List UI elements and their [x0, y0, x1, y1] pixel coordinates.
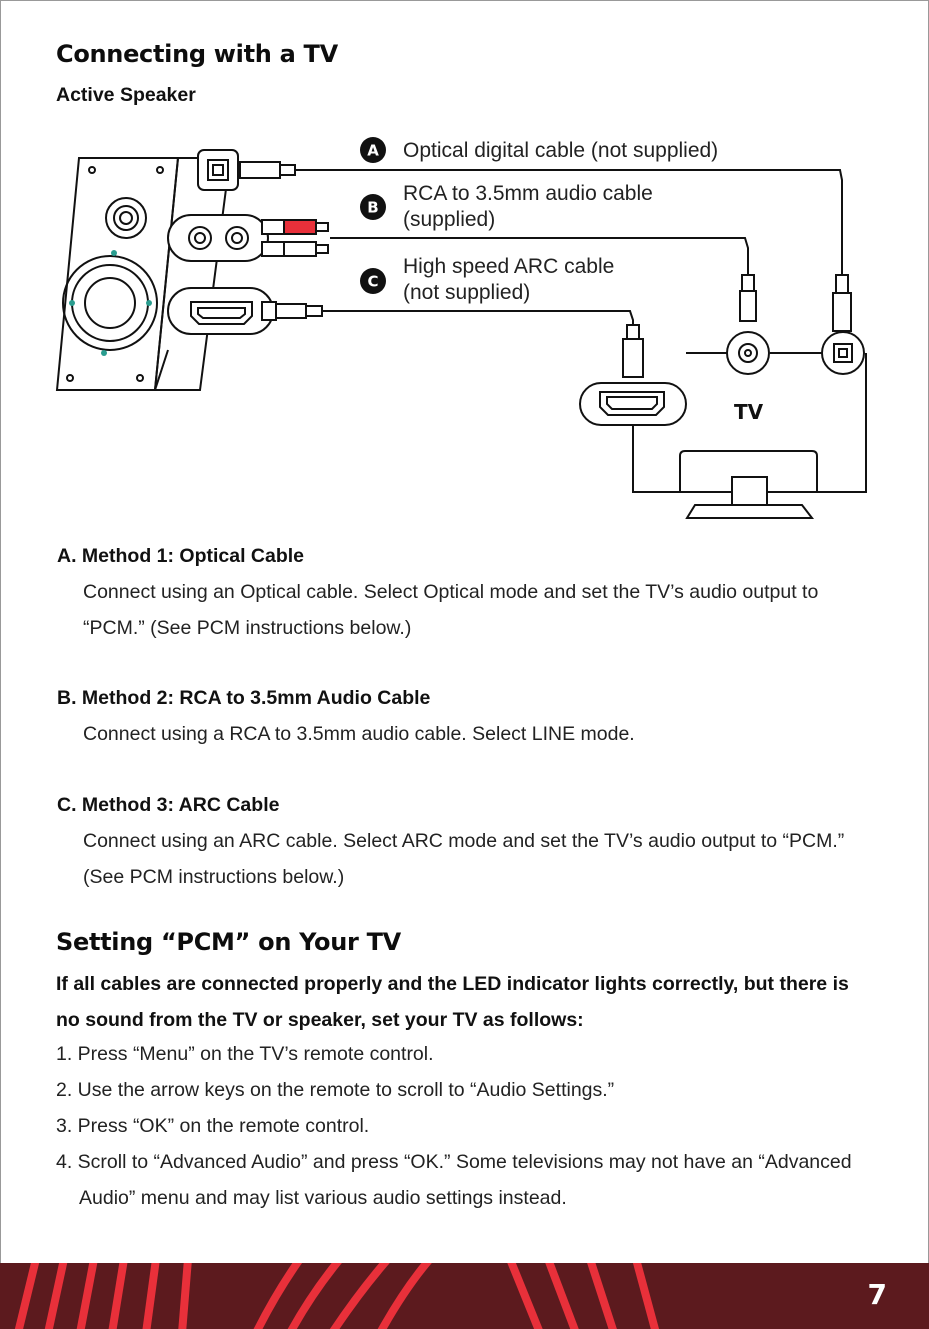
method-3-title: C. Method 3: ARC Cable — [57, 794, 280, 816]
pcm-steps-list: 1. Press “Menu” on the TV’s remote contr… — [56, 1036, 876, 1216]
callout-b-badge: B — [367, 199, 378, 217]
connection-diagram: A Optical digital cable (not supplied) B… — [55, 137, 867, 519]
page-subtitle: Active Speaker — [56, 84, 196, 106]
method-2-title: B. Method 2: RCA to 3.5mm Audio Cable — [57, 687, 431, 709]
method-2-body: Connect using a RCA to 3.5mm audio cable… — [83, 723, 635, 745]
pcm-step: 4. Scroll to “Advanced Audio” and press … — [56, 1151, 852, 1209]
method-3-body: Connect using an ARC cable. Select ARC m… — [83, 830, 845, 888]
callout-c-badge: C — [367, 273, 378, 291]
method-1-title: A. Method 1: Optical Cable — [57, 545, 305, 567]
pcm-intro: If all cables are connected properly and… — [56, 973, 849, 1031]
pcm-section-title: Setting “PCM” on Your TV — [56, 928, 401, 956]
speaker-body — [55, 157, 232, 391]
pcm-step: 2. Use the arrow keys on the remote to s… — [56, 1079, 615, 1101]
callout-b-text-line1: RCA to 3.5mm audio cable — [403, 182, 653, 205]
callout-b-text-line2: (supplied) — [403, 208, 495, 231]
tv-screen — [679, 450, 818, 492]
callout-b: B RCA to 3.5mm audio cable (supplied) — [360, 182, 653, 231]
callout-c-text-line1: High speed ARC cable — [403, 255, 614, 278]
callout-c: C High speed ARC cable (not supplied) — [360, 255, 614, 304]
callout-a-badge: A — [367, 142, 379, 160]
tv-label: TV — [734, 400, 764, 424]
callout-a: A Optical digital cable (not supplied) — [360, 137, 718, 163]
callout-c-text-line2: (not supplied) — [403, 281, 530, 304]
page-title: Connecting with a TV — [56, 40, 338, 68]
pcm-step: 1. Press “Menu” on the TV’s remote contr… — [56, 1043, 434, 1065]
method-1-body: Connect using an Optical cable. Select O… — [83, 581, 819, 639]
hdmi-cable-line — [322, 310, 634, 325]
footer-band: 7 — [0, 1263, 929, 1329]
callout-a-text: Optical digital cable (not supplied) — [403, 139, 718, 162]
pcm-step: 3. Press “OK” on the remote control. — [56, 1115, 370, 1137]
rca-cable-line — [330, 237, 749, 275]
footer-stripes-decoration — [14, 1263, 660, 1329]
optical-cable-line — [295, 169, 843, 275]
page-number: 7 — [867, 1278, 887, 1311]
